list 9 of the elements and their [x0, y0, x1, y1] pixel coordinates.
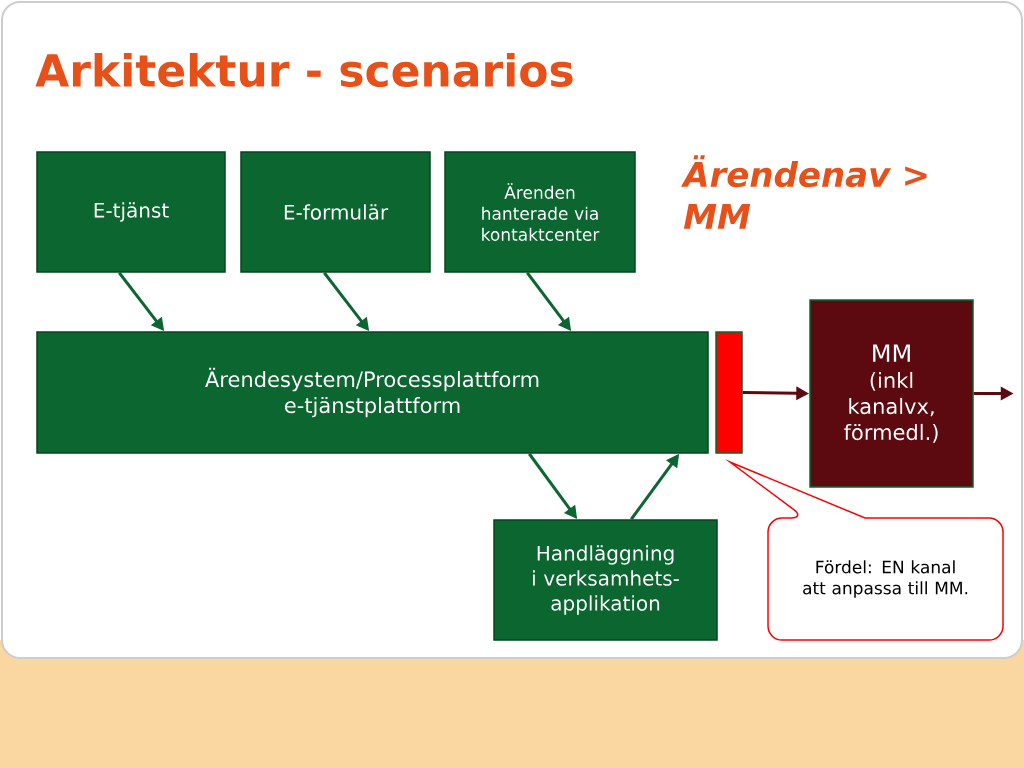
process-box: Ärendesystem/Processplattform e-tjänstplattform [36, 331, 709, 454]
slide-title: Arkitektur - scenarios [35, 53, 573, 88]
process-box: E-formulär [240, 151, 431, 273]
service-box: MM (inkl kanalvx, förmedl.) [809, 299, 974, 488]
process-box: E-tjänst [36, 151, 226, 273]
process-box: Ärenden hanterade via kontaktcenter [444, 151, 636, 273]
interface-bar [715, 331, 743, 454]
process-box: Handläggning i verksamhets- applikation [493, 519, 718, 641]
heading-label: Ärendenav > MM [681, 155, 927, 229]
